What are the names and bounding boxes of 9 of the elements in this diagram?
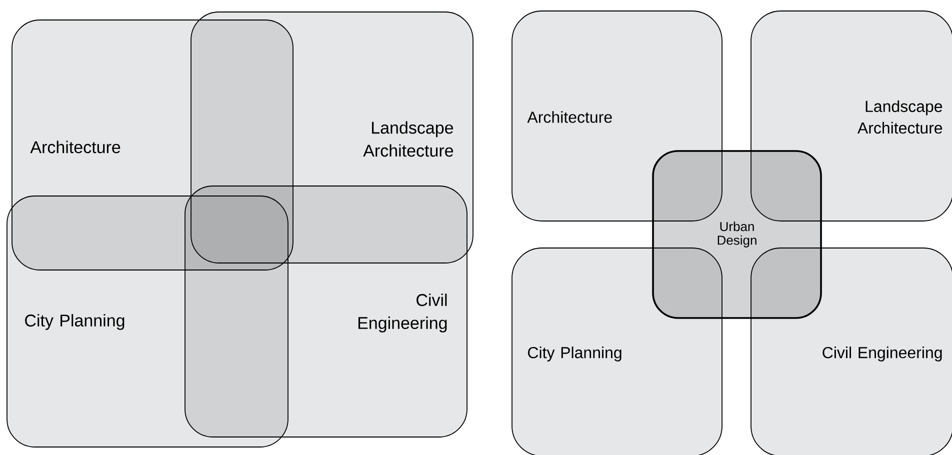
rounded-box: Civil Engineering [184, 186, 468, 438]
rounded-box: Urban Design [652, 150, 822, 319]
rounded-box: Architecture [512, 10, 722, 222]
rounded-box: Landscape Architecture [190, 12, 474, 264]
rounded-box: Civil Engineering [750, 248, 952, 455]
rounded-box: City Planning [512, 248, 722, 455]
rounded-box: Landscape Architecture [750, 10, 952, 222]
rounded-box: City Planning [6, 196, 288, 448]
rounded-box: Architecture [12, 20, 294, 270]
